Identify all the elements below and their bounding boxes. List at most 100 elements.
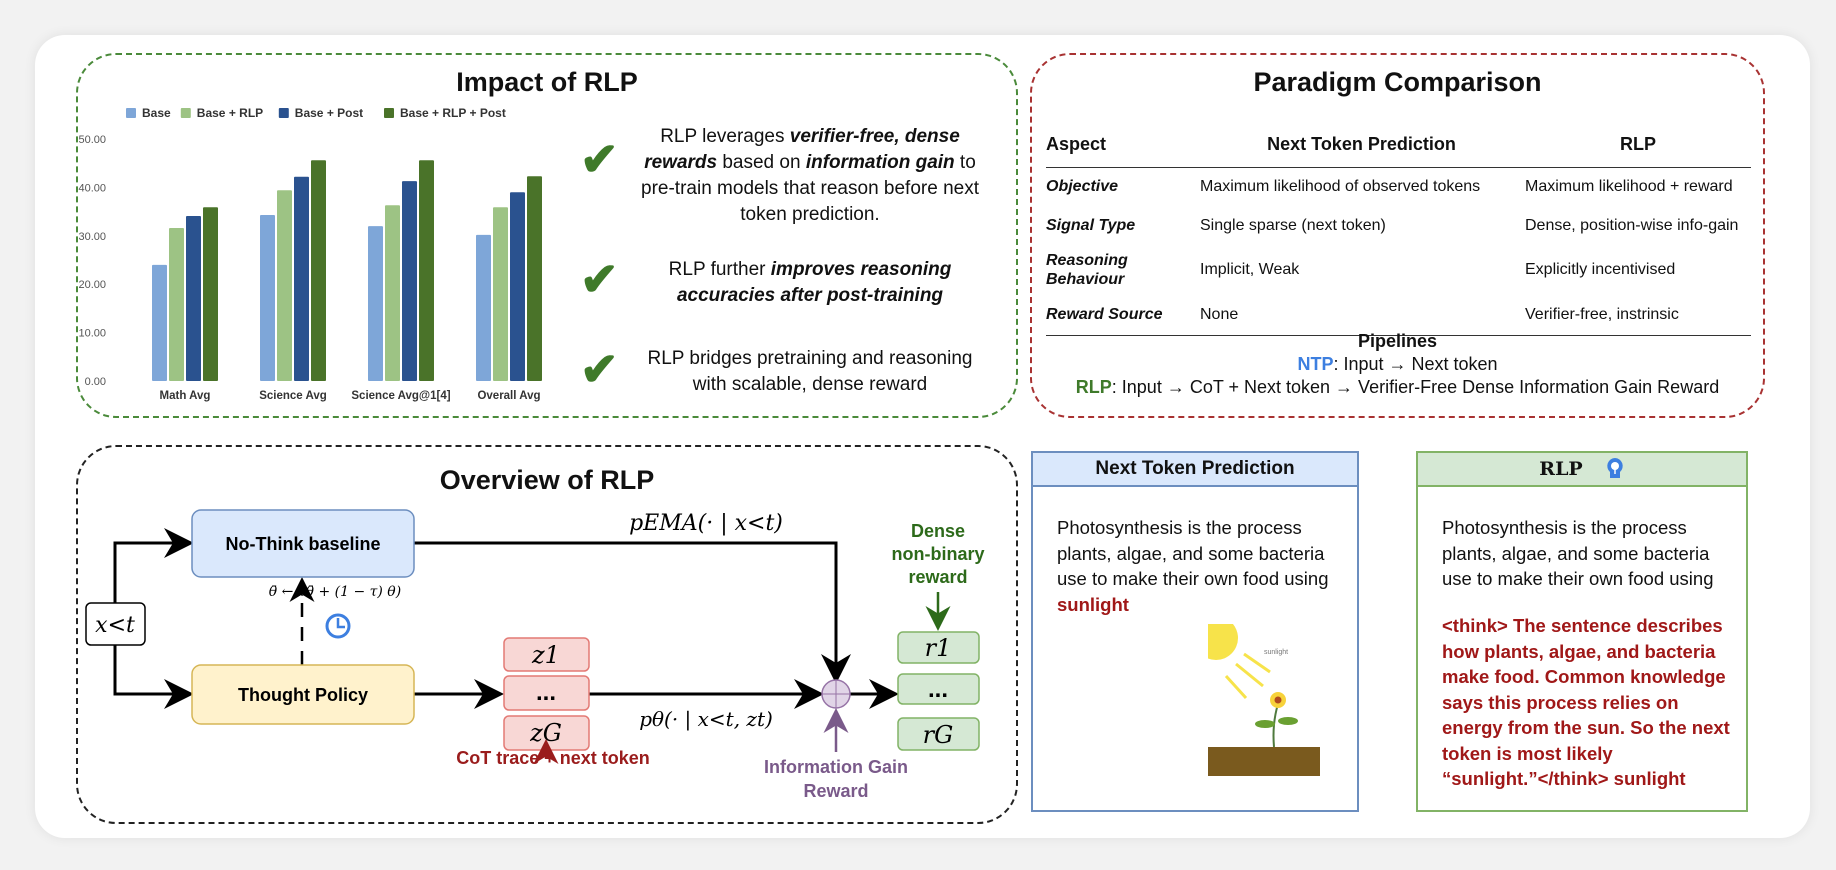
rlp-think-trace: <think> The sentence describes how plant… <box>1442 615 1730 789</box>
p-theta-label: pθ(· | x<t, zt) <box>639 707 773 732</box>
legend-swatch <box>180 108 191 118</box>
legend-label: Base + Post <box>295 106 363 120</box>
check-icon: ✔ <box>580 133 619 185</box>
impact-point-2: RLP further improves reasoning accuracie… <box>668 259 952 306</box>
bar-base <box>476 234 491 381</box>
bar-base <box>368 226 383 381</box>
paradigm-panel: Paradigm Comparison Aspect Next Token Pr… <box>1030 53 1765 418</box>
overview-title: Overview of RLP <box>439 465 655 495</box>
rlp-example-panel: RLP Photosynthesis is the process plants… <box>1416 451 1748 812</box>
overview-diagram: No-Think baseline Thought Policy x<t θ̄ … <box>85 509 985 801</box>
pipelines-title: Pipelines <box>1357 331 1438 351</box>
zG-label: zG <box>529 719 562 747</box>
x-tick-label: Science Avg@1[4] <box>351 390 450 402</box>
bar-base-rlp-post <box>311 160 326 381</box>
bar-base-rlp <box>277 190 292 381</box>
impact-point-1: RLP leverages verifier-free, dense rewar… <box>641 126 979 225</box>
rlp-panel-title: RLP <box>1539 458 1583 480</box>
bar-base-post <box>510 192 525 381</box>
check-icon: ✔ <box>580 343 619 395</box>
thought-policy-label: Thought Policy <box>238 685 368 705</box>
cot-trace-label: CoT trace + next token <box>456 748 650 768</box>
bar-base-rlp-post <box>527 176 542 381</box>
bar-base <box>152 264 167 381</box>
input-context-box <box>85 602 146 646</box>
legend-label: Base + RLP <box>197 106 263 120</box>
ntp-pipeline: NTP: Input → Next token <box>1297 354 1498 374</box>
rlp-panel-header: RLP <box>1418 453 1746 487</box>
svg-text:sunlight: sunlight <box>1264 649 1288 656</box>
photosynthesis-illustration: sunlight <box>1208 624 1320 776</box>
ntp-panel-title: Next Token Prediction <box>1033 453 1357 487</box>
arrow-pema <box>414 541 851 684</box>
rG-box <box>897 717 980 751</box>
impact-point-3: RLP bridges pretraining and reasoning wi… <box>647 348 973 395</box>
bar-base-post <box>186 215 201 381</box>
thought-policy-box <box>191 664 415 725</box>
x-tick-label: Overall Avg <box>477 390 540 402</box>
arrow-to-policy <box>113 645 194 709</box>
r-dots-box <box>897 673 980 705</box>
rlp-pipeline: RLP: Input → CoT + Next token → Verifier… <box>1075 377 1720 397</box>
header-aspect: Aspect <box>1046 134 1107 155</box>
y-tick-label: 30.00 <box>78 231 106 243</box>
r1-label: r1 <box>925 634 952 662</box>
comparison-table: Aspect Next Token Prediction RLP Objecti… <box>1046 123 1751 336</box>
ntp-example-text: Photosynthesis is the process plants, al… <box>1057 517 1329 615</box>
legend-swatch <box>126 108 136 118</box>
pipelines: Pipelines NTP: Input → Next token RLP: I… <box>1032 330 1763 399</box>
bar-base-post <box>294 176 309 381</box>
r-dots-label: ... <box>928 676 948 703</box>
info-gain-label: Information Gain <box>764 757 908 777</box>
rG-label: rG <box>923 721 954 749</box>
bar-base-rlp <box>493 207 508 381</box>
bar-base-rlp-post <box>419 160 434 381</box>
header-ntp: Next Token Prediction <box>1267 134 1456 155</box>
bar-base-rlp-post <box>203 207 218 381</box>
paradigm-title: Paradigm Comparison <box>1253 67 1542 97</box>
z-dots-box <box>503 675 590 711</box>
r1-box <box>897 631 980 664</box>
z1-box <box>503 637 590 672</box>
header-rlp: RLP <box>1620 134 1656 155</box>
dense-reward-label: reward <box>908 567 967 587</box>
y-tick-label: 20.00 <box>78 279 106 291</box>
bar-base-rlp <box>385 205 400 381</box>
x-tick-label: Science Avg <box>259 390 327 402</box>
bar-base <box>260 214 275 381</box>
impact-panel: Impact of RLP <box>76 53 1018 418</box>
overview-panel: Overview of RLP <box>76 445 1018 824</box>
dense-reward-label: non-binary <box>892 544 985 564</box>
y-tick-label: 10.00 <box>78 328 106 340</box>
ema-update-formula: θ̄ ← τθ̄ + (1 − τ) θ) <box>269 584 401 600</box>
legend-swatch <box>384 108 394 118</box>
lightbulb-icon <box>1607 458 1623 478</box>
no-think-baseline-box <box>191 509 415 578</box>
z-dots-label: ... <box>536 679 556 706</box>
bar-base-post <box>402 181 417 381</box>
impact-title: Impact of RLP <box>456 67 638 97</box>
p-ema-label: pEMA(· | x<t) <box>629 511 783 536</box>
check-icon: ✔ <box>580 253 619 305</box>
clock-icon <box>325 613 351 639</box>
y-tick-label: 50.00 <box>78 134 106 146</box>
legend-label: Base + RLP + Post <box>400 106 506 120</box>
z1-label: z1 <box>531 641 560 669</box>
input-context-label: x<t <box>95 613 135 638</box>
bar-base-rlp <box>169 228 184 381</box>
no-think-label: No-Think baseline <box>225 534 380 554</box>
x-tick-label: Math Avg <box>160 390 211 402</box>
legend-label: Base <box>142 106 171 120</box>
ntp-example-panel: Next Token Prediction Photosynthesis is … <box>1031 451 1359 812</box>
legend-swatch <box>278 108 289 118</box>
arrow-to-baseline <box>113 528 194 603</box>
dense-reward-label: Dense <box>911 521 965 541</box>
rlp-example-text: Photosynthesis is the process plants, al… <box>1442 517 1714 589</box>
info-gain-label: Reward <box>803 781 868 801</box>
y-tick-label: 40.00 <box>78 182 106 194</box>
